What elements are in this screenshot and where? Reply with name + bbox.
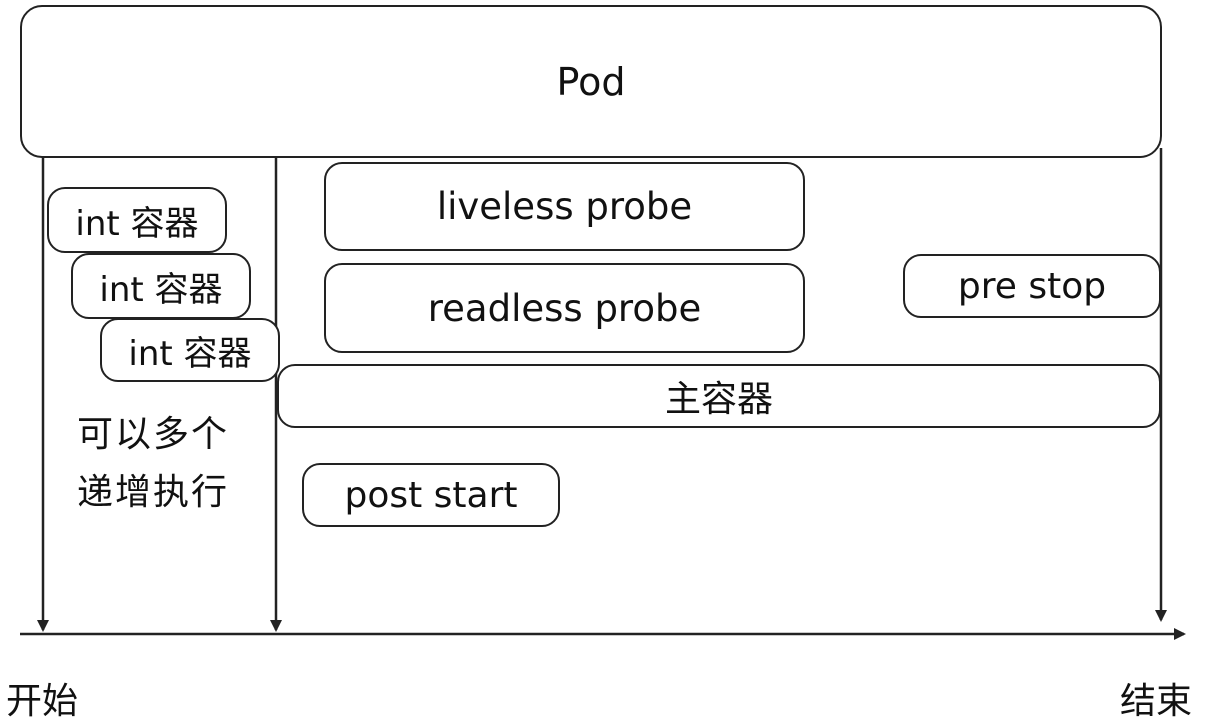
init-note-line2: 递增执行 [77,472,230,513]
timeline-start-label: 开始 [6,681,79,722]
init-container-box: int 容器 [100,318,280,382]
timeline-end-label: 结束 [1120,681,1193,722]
post-start-box: post start [302,463,560,527]
pre-stop-box: pre stop [903,254,1161,318]
main-container-box: 主容器 [277,364,1161,428]
liveness-probe-box: liveless probe [324,162,805,251]
init-note-line1: 可以多个 [77,414,230,455]
pod-box: Pod [20,5,1162,158]
init-container-box: int 容器 [47,187,227,253]
readiness-probe-box: readless probe [324,263,805,353]
init-container-box: int 容器 [71,253,251,319]
